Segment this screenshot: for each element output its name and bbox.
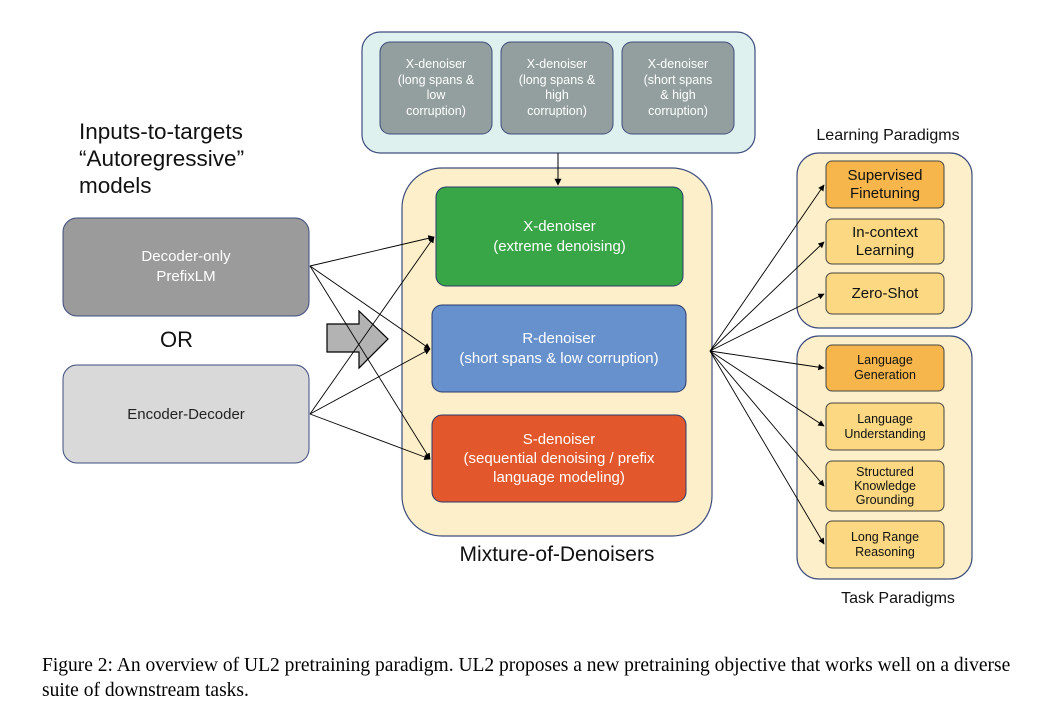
structured-knowledge-box — [825, 460, 945, 512]
s-denoiser-label: S-denoiser (sequential denoising / prefi… — [463, 431, 655, 486]
arrow-to-supervised-finetuning — [709, 184, 825, 352]
arrow-to-language-understanding — [709, 350, 825, 427]
or-label: OR — [160, 327, 193, 352]
learning-paradigms-title: Learning Paradigms — [816, 127, 960, 144]
big-gray-arrow — [326, 309, 389, 370]
long-range-reasoning-label: Long Range Reasoning — [850, 529, 920, 559]
r-denoiser-label: R-denoiser (short spans & low corruption… — [459, 329, 659, 367]
zero-shot-box — [825, 272, 945, 315]
top-denoiser-box-2 — [500, 41, 614, 135]
arrow-encoder-to-x — [309, 236, 435, 415]
mixture-of-denoisers-label: Mixture-of-Denoisers — [459, 543, 655, 566]
x-denoiser-box — [435, 186, 684, 287]
arrow-decoder-to-x — [309, 235, 435, 267]
in-context-learning-label: In-context Learning — [852, 223, 918, 259]
language-understanding-box — [825, 402, 945, 451]
arrow-to-language-generation — [709, 350, 825, 371]
arrow-to-long-range-reasoning — [709, 350, 825, 545]
zero-shot-label: Zero-Shot — [851, 285, 919, 302]
s-denoiser-box — [431, 414, 687, 503]
encoder-decoder-box — [62, 364, 310, 464]
language-understanding-label: Language Understanding — [844, 411, 926, 441]
r-denoiser-box — [431, 304, 687, 393]
decoder-only-box — [62, 217, 310, 317]
arrow-to-structured-knowledge — [709, 350, 825, 487]
decoder-only-label: Decoder-only PrefixLM — [141, 248, 231, 285]
task-paradigms-title: Task Paradigms — [841, 590, 955, 607]
arrow-encoder-to-s — [309, 413, 431, 460]
arrow-to-in-context-learning — [709, 241, 825, 352]
long-range-reasoning-box — [825, 520, 945, 569]
top-denoiser-box-3 — [621, 41, 735, 135]
task-paradigms-container — [796, 335, 973, 580]
x-denoiser-label: X-denoiser (extreme denoising) — [493, 217, 626, 255]
arrow-to-zero-shot — [709, 293, 825, 352]
arrow-decoder-to-r — [309, 265, 431, 350]
top-denoiser-box-1 — [379, 41, 493, 135]
top-denoiser-label-1: X-denoiser (long spans & low corruption) — [397, 57, 475, 118]
supervised-finetuning-label: Supervised Finetuning — [847, 166, 923, 202]
in-context-learning-box — [825, 218, 945, 265]
top-denoiser-label-3: X-denoiser (short spans & high corruptio… — [643, 57, 713, 118]
figure-caption: Figure 2: An overview of UL2 pretraining… — [42, 655, 1011, 701]
structured-knowledge-label: Structured Knowledge Grounding — [854, 465, 916, 507]
language-generation-label: Language Generation — [854, 353, 916, 382]
language-generation-box — [825, 344, 945, 392]
top-denoiser-label-2: X-denoiser (long spans & high corruption… — [518, 57, 596, 118]
supervised-finetuning-box — [825, 160, 945, 209]
arrow-encoder-to-r — [309, 348, 431, 415]
arrow-decoder-to-s — [309, 265, 431, 460]
inputs-title: Inputs-to-targets “Autoregressive” model… — [79, 119, 245, 198]
encoder-decoder-label: Encoder-Decoder — [127, 405, 245, 423]
